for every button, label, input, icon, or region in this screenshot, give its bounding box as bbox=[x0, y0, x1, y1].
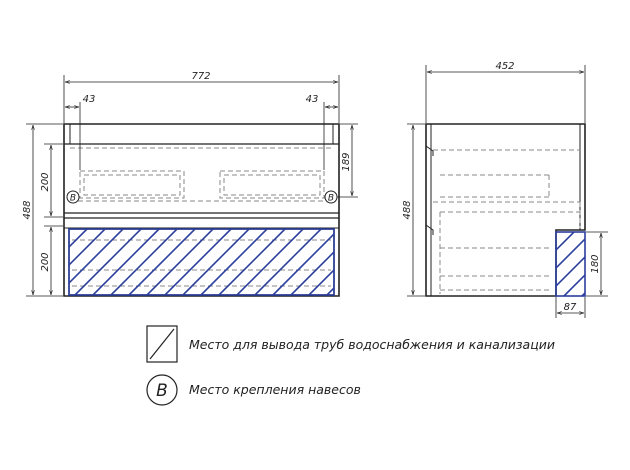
mount-marker-left-label: B bbox=[70, 194, 76, 204]
side-dimensions bbox=[407, 65, 608, 318]
dim-side-depth: 452 bbox=[495, 61, 514, 72]
hatch-line bbox=[92, 229, 160, 295]
hatch-line bbox=[69, 229, 70, 231]
front-view bbox=[63, 123, 340, 297]
hatch-line bbox=[399, 229, 465, 295]
hatch-line bbox=[563, 273, 585, 296]
dim-cutout-depth: 87 bbox=[564, 302, 577, 313]
hatch-line bbox=[345, 229, 411, 295]
dim-hole-height: 189 bbox=[341, 152, 352, 171]
legend-mount-symbol-circle bbox=[146, 374, 178, 406]
dim-left-inset: 43 bbox=[83, 94, 96, 105]
hatch-line bbox=[290, 250, 334, 295]
legend-mount-label: Место крепления навесов bbox=[189, 382, 361, 397]
hatch-line bbox=[110, 229, 178, 295]
hatch-line bbox=[556, 232, 557, 234]
hatch-line bbox=[618, 232, 630, 296]
hatch-line bbox=[254, 229, 322, 295]
hatch-line bbox=[363, 229, 429, 295]
hatch-line bbox=[69, 229, 88, 249]
hatch-line bbox=[600, 232, 630, 296]
dim-side-height: 488 bbox=[402, 200, 413, 219]
dim-lower-section: 200 bbox=[40, 252, 51, 271]
hatch-line bbox=[182, 229, 250, 295]
hatch-line bbox=[236, 229, 304, 295]
dim-front-height: 488 bbox=[22, 200, 33, 219]
hatch-line bbox=[146, 229, 214, 295]
legend-mount-symbol: B bbox=[156, 381, 168, 401]
hatch-line bbox=[326, 286, 334, 295]
side-pipe-area bbox=[555, 231, 630, 297]
hatch-line bbox=[200, 229, 268, 295]
legend-hatch-swatch bbox=[146, 325, 178, 363]
legend-pipes-label: Место для вывода труб водоснабжения и ка… bbox=[189, 337, 555, 352]
hatch-line bbox=[69, 229, 106, 267]
dim-total-width: 772 bbox=[191, 71, 210, 82]
front-dashed-lines bbox=[70, 147, 333, 287]
hatch-line bbox=[556, 237, 585, 270]
hatch-line bbox=[556, 255, 585, 288]
mount-marker-right: B bbox=[324, 190, 338, 204]
hatch-line bbox=[164, 229, 232, 295]
front-pipe-area bbox=[68, 228, 465, 296]
front-outline bbox=[63, 123, 340, 297]
side-dashed-lines bbox=[433, 149, 581, 294]
hatch-line bbox=[308, 268, 334, 295]
hatch-line bbox=[74, 229, 142, 295]
legend-pipes: Место для вывода труб водоснабжения и ка… bbox=[146, 325, 555, 363]
dim-upper-section: 200 bbox=[40, 172, 51, 191]
hatch-line bbox=[556, 232, 575, 252]
legend-mount: B Место крепления навесов bbox=[146, 374, 361, 406]
dim-right-inset: 43 bbox=[306, 94, 319, 105]
hatch-line bbox=[128, 229, 196, 295]
dim-cutout-height: 180 bbox=[590, 254, 601, 273]
side-view bbox=[425, 123, 586, 297]
front-dimensions bbox=[26, 75, 358, 297]
mount-marker-left: B bbox=[66, 190, 80, 204]
hatch-line bbox=[218, 229, 286, 295]
hatch-line bbox=[69, 229, 124, 285]
side-outline bbox=[425, 123, 586, 297]
hatch-line bbox=[381, 229, 447, 295]
mount-marker-right-label: B bbox=[328, 194, 334, 204]
hatch-line bbox=[272, 232, 334, 295]
